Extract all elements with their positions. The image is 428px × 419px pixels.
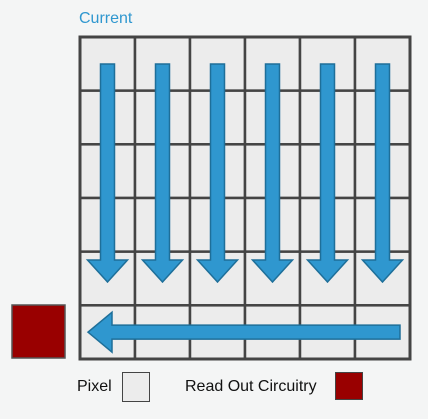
legend-pixel-label: Pixel bbox=[77, 378, 112, 395]
current-label: Current bbox=[79, 10, 133, 27]
vertical-current-arrow bbox=[140, 63, 185, 284]
current-arrows bbox=[85, 63, 405, 354]
vertical-current-arrow bbox=[250, 63, 295, 284]
vertical-current-arrow bbox=[85, 63, 130, 284]
legend-readout-swatch bbox=[335, 372, 363, 400]
pixel-grid bbox=[78, 35, 412, 361]
vertical-current-arrow bbox=[305, 63, 350, 284]
grid-border bbox=[78, 35, 412, 361]
legend-readout-label: Read Out Circuitry bbox=[185, 378, 317, 395]
horizontal-current-arrow bbox=[86, 310, 401, 354]
readout-circuitry-block bbox=[11, 304, 66, 359]
legend-pixel-swatch bbox=[122, 372, 150, 402]
vertical-current-arrow bbox=[195, 63, 240, 284]
vertical-current-arrow bbox=[360, 63, 405, 284]
